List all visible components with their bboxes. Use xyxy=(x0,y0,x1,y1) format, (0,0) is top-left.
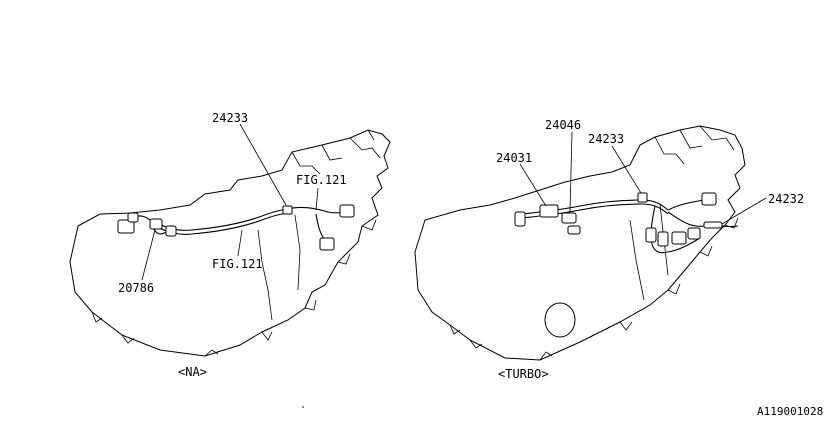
label-turbo-24031: 24031 xyxy=(496,151,532,165)
leaders-na xyxy=(141,123,319,281)
engine-turbo-transmission xyxy=(654,125,735,165)
harness-turbo xyxy=(514,192,739,254)
leader-turbo-24233 xyxy=(611,145,642,194)
connector-na-left-b xyxy=(127,212,139,223)
label-na-24233: 24233 xyxy=(212,111,248,125)
connector-turbo-sensor-a xyxy=(645,227,657,243)
connector-na-clip xyxy=(165,225,177,237)
harness-turbo-right xyxy=(667,211,739,228)
connector-turbo-sensor-b xyxy=(657,231,669,247)
leader-na-20786 xyxy=(141,229,156,281)
connector-turbo-lower-clip xyxy=(567,225,581,235)
leader-na-fig-upper xyxy=(315,187,319,211)
engine-turbo-detail xyxy=(449,217,739,361)
engine-turbo-pulley xyxy=(544,302,576,338)
connector-na-sensor xyxy=(149,218,163,230)
engine-na-transmission xyxy=(291,129,381,175)
connector-turbo-bracket xyxy=(561,212,577,224)
connector-turbo-left xyxy=(514,211,526,227)
caption-na: <NA> xyxy=(178,365,207,379)
harness-na-right xyxy=(287,207,347,214)
caption-turbo: <TURBO> xyxy=(498,367,549,381)
connector-na-junction xyxy=(282,205,293,215)
drawing-id: A119001028 xyxy=(757,405,823,418)
harness-turbo-lower xyxy=(650,205,701,254)
harness-turbo-upper xyxy=(667,199,705,211)
leader-turbo-24031 xyxy=(519,163,547,207)
engine-na-outline xyxy=(69,129,391,357)
engine-na xyxy=(69,129,391,357)
label-na-20786: 20786 xyxy=(118,281,154,295)
label-turbo-24046: 24046 xyxy=(545,118,581,132)
engine-na-inner-line xyxy=(257,214,301,321)
connector-turbo-right-b xyxy=(687,227,701,240)
connector-turbo-junction xyxy=(637,192,648,203)
connector-na-right xyxy=(339,204,355,218)
connector-na-left xyxy=(117,219,135,234)
harness-na xyxy=(117,204,355,251)
label-na-fig-lower: FIG.121 xyxy=(212,257,263,271)
connector-turbo-tail xyxy=(703,221,723,229)
connector-turbo-module xyxy=(539,204,559,218)
label-turbo-24233: 24233 xyxy=(588,132,624,146)
stray-dot xyxy=(302,406,304,408)
leaders-turbo xyxy=(519,131,767,225)
engine-na-detail xyxy=(91,219,377,357)
leader-na-fig-lower xyxy=(237,229,243,257)
label-turbo-24232: 24232 xyxy=(768,192,804,206)
engine-turbo-outline xyxy=(414,125,746,361)
leader-na-24233 xyxy=(239,123,287,206)
leader-turbo-24046 xyxy=(569,131,573,213)
label-na-fig-upper: FIG.121 xyxy=(296,173,347,187)
engine-turbo xyxy=(414,125,746,361)
connector-na-lower-right xyxy=(319,237,335,251)
leader-turbo-24232 xyxy=(721,197,767,225)
connector-turbo-right-a xyxy=(671,231,687,245)
connector-turbo-upper-right xyxy=(701,192,717,206)
